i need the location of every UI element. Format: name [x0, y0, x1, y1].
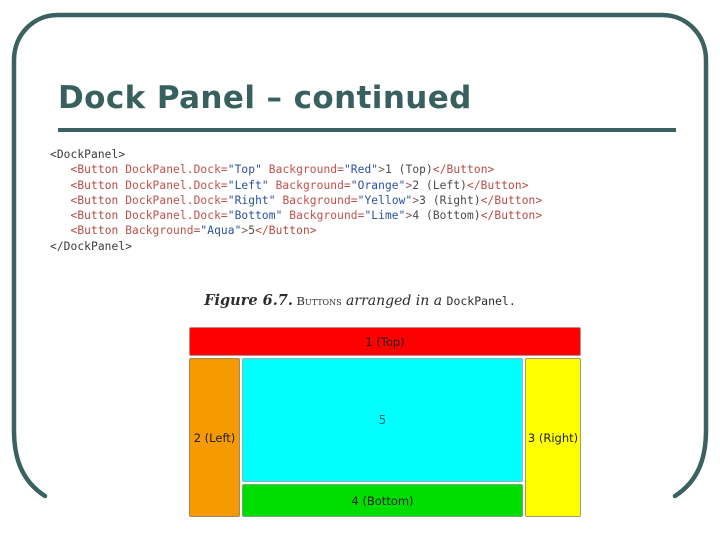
code-token-text: 5	[248, 224, 256, 238]
code-token-val: "Lime"	[364, 209, 406, 223]
code-token-attr: DockPanel.Dock=	[118, 163, 228, 177]
code-token-tag: </Button>	[467, 178, 529, 192]
xaml-code-block: <DockPanel> <Button DockPanel.Dock="Top"…	[50, 147, 650, 254]
dockpanel-button-bottom[interactable]: 4 (Bottom)	[242, 484, 523, 517]
code-token-tag: <Button	[70, 193, 119, 207]
code-token-tag: <Button	[70, 178, 119, 192]
code-token-text: 3 (Right)	[419, 193, 481, 207]
code-token-val: "Bottom"	[227, 209, 283, 223]
code-token-outer: <DockPanel>	[50, 148, 126, 161]
code-token-text: 1 (Top)	[385, 163, 433, 177]
code-token-text: 4 (Bottom)	[412, 209, 481, 223]
code-token-punct: >	[405, 178, 413, 192]
code-token-punct: >	[412, 193, 420, 207]
code-token-val: "Aqua"	[200, 224, 242, 238]
code-token-punct: >	[378, 163, 385, 177]
code-token-attr: DockPanel.Dock=	[118, 178, 228, 192]
code-token-val: "Red"	[343, 163, 379, 177]
dockpanel-button-bottom-label: 4 (Bottom)	[351, 493, 414, 508]
code-line: <Button DockPanel.Dock="Bottom" Backgrou…	[50, 208, 650, 223]
code-token-attr: Background=	[268, 178, 351, 192]
dockpanel-button-top[interactable]: 1 (Top)	[189, 327, 581, 356]
code-token-punct: >	[405, 209, 413, 223]
dockpanel-button-top-label: 1 (Top)	[365, 334, 405, 349]
code-indent	[50, 194, 71, 207]
code-token-val: "Right"	[227, 193, 276, 207]
dockpanel-button-fill[interactable]: 5	[242, 358, 523, 482]
code-token-val: "Orange"	[350, 178, 406, 192]
code-line: <DockPanel>	[50, 147, 650, 162]
code-token-attr: DockPanel.Dock=	[118, 193, 228, 207]
code-indent	[50, 163, 71, 176]
title-block: Dock Panel – continued	[58, 78, 678, 118]
code-token-tag: </Button>	[480, 193, 543, 207]
code-token-tag: </Button>	[432, 163, 495, 177]
code-token-punct: >	[241, 224, 249, 238]
dockpanel-button-left[interactable]: 2 (Left)	[189, 358, 240, 517]
code-indent	[50, 179, 71, 192]
code-indent	[50, 209, 71, 222]
figure-caption-smallcaps: Buttons	[296, 294, 342, 308]
code-token-outer: </DockPanel>	[50, 239, 133, 253]
code-token-tag: <Button	[70, 209, 119, 223]
figure-caption-mono: DockPanel.	[446, 294, 516, 308]
code-line: </DockPanel>	[50, 239, 650, 254]
code-token-val: "Left"	[227, 178, 269, 192]
dockpanel-button-fill-label: 5	[378, 413, 387, 427]
page-title: Dock Panel – continued	[58, 80, 472, 116]
figure-caption: Figure 6.7. Buttons arranged in a DockPa…	[0, 292, 720, 309]
code-token-text: 2 (Left)	[412, 178, 468, 192]
code-indent	[50, 224, 71, 237]
code-token-tag: </Button>	[480, 209, 543, 223]
code-token-val: "Top"	[227, 163, 262, 177]
figure-caption-italic: arranged in a	[341, 293, 447, 309]
code-token-attr: DockPanel.Dock=	[118, 209, 228, 223]
dockpanel-button-left-label: 2 (Left)	[193, 430, 236, 445]
dockpanel-diagram: 1 (Top) 2 (Left) 3 (Right) 5 4 (Bottom)	[189, 327, 581, 517]
code-token-attr: Background=	[261, 163, 344, 177]
code-line: <Button DockPanel.Dock="Top" Background=…	[50, 162, 650, 177]
dockpanel-button-right-label: 3 (Right)	[527, 430, 579, 445]
code-line: <Button Background="Aqua">5</Button>	[50, 223, 650, 238]
figure-caption-number: Figure 6.7.	[204, 292, 293, 309]
code-token-tag: <Button	[70, 224, 119, 238]
code-token-attr: Background=	[282, 209, 365, 223]
code-token-tag: <Button	[70, 163, 119, 177]
code-token-attr: Background=	[275, 193, 358, 207]
code-line: <Button DockPanel.Dock="Left" Background…	[50, 178, 650, 193]
code-line: <Button DockPanel.Dock="Right" Backgroun…	[50, 193, 650, 208]
dockpanel-button-right[interactable]: 3 (Right)	[525, 358, 581, 517]
code-token-val: "Yellow"	[357, 193, 413, 207]
code-token-attr: Background=	[118, 224, 201, 238]
title-underline-rule	[58, 128, 676, 132]
code-token-tag: </Button>	[255, 224, 317, 238]
